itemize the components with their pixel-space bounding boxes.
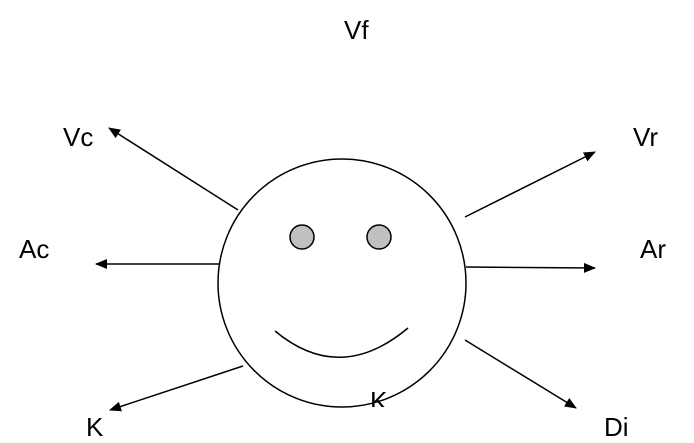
label-lower-right: Di — [604, 412, 629, 442]
arrow-right — [465, 262, 596, 273]
label-lower-left: K — [86, 412, 104, 442]
label-left: Ac — [19, 234, 50, 264]
label-right: Ar — [640, 234, 666, 264]
label-upper-left: Vc — [63, 122, 94, 152]
right-eye — [366, 224, 392, 250]
arrow-lower-left — [109, 365, 244, 412]
left-eye — [289, 224, 315, 250]
arrow-upper-left — [108, 127, 239, 211]
arrow-upper-right — [464, 151, 596, 218]
face — [217, 158, 467, 408]
label-upper-right: Vr — [633, 122, 659, 152]
label-bottom-partial: K — [370, 388, 388, 407]
mouth — [274, 327, 409, 358]
arrow-lower-right — [464, 339, 577, 409]
label-top: Vf — [344, 15, 369, 45]
